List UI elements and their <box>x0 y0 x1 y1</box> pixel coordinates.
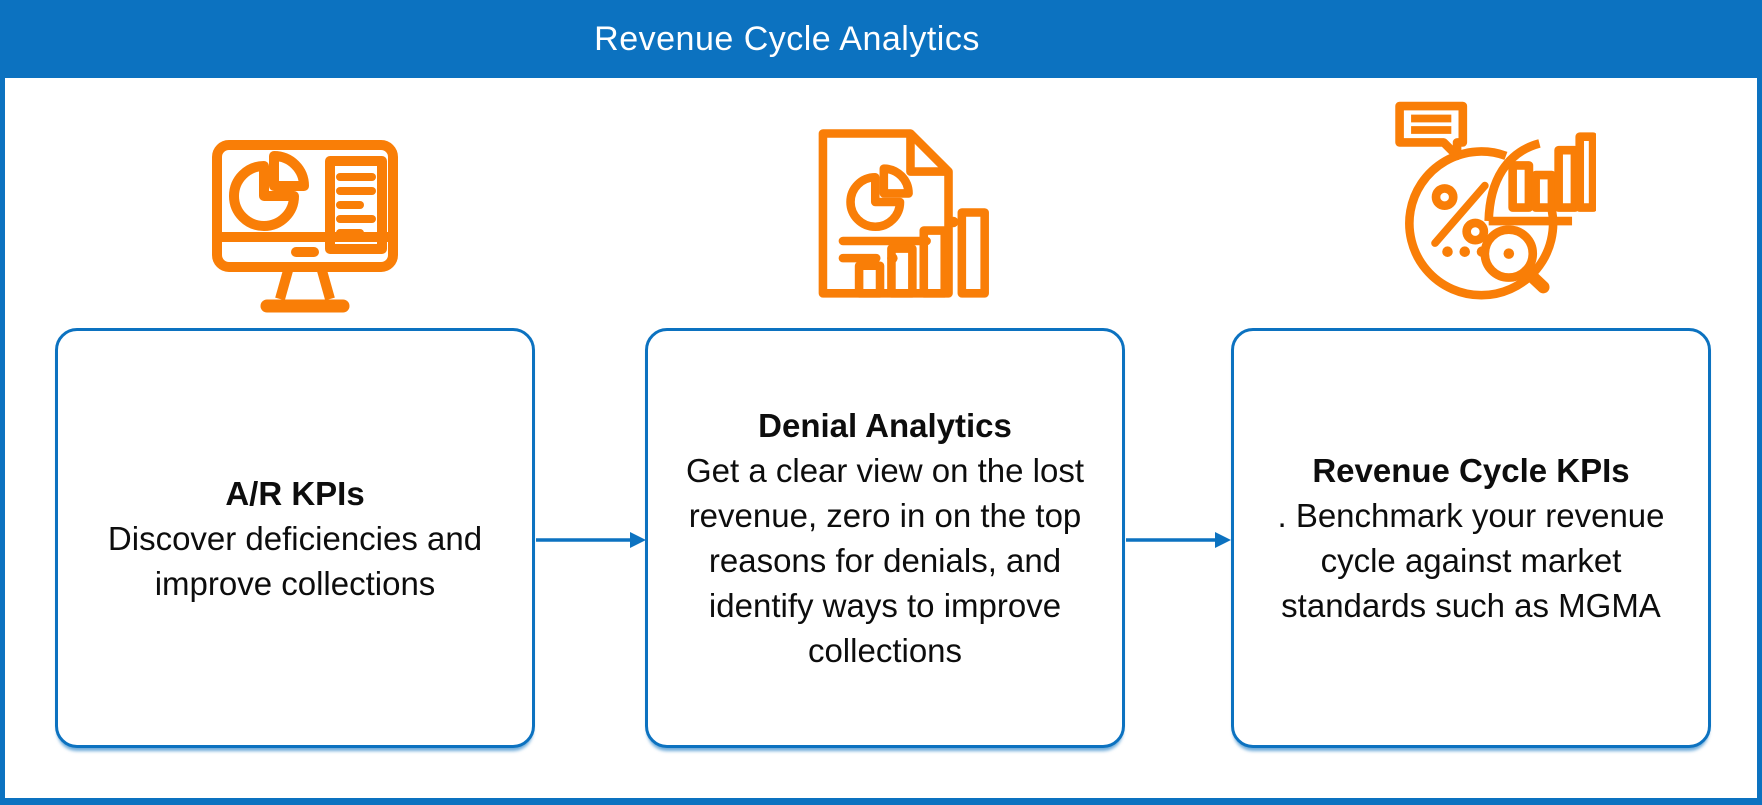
card-title: A/R KPIs <box>225 474 365 512</box>
percent-magnifier-chart-icon <box>1395 101 1596 300</box>
arrow-right-icon <box>536 532 646 548</box>
card-title: Denial Analytics <box>758 407 1012 444</box>
arrow-right-icon <box>1126 532 1231 548</box>
report-pie-bar-chart-icon <box>818 129 989 298</box>
header-bar: Revenue Cycle Analytics <box>0 0 1762 78</box>
card-body: Get a clear view on the lost revenue, ze… <box>685 452 1085 669</box>
card-ar-kpis: A/R KPIs Discover deficiencies and impro… <box>55 328 535 748</box>
monitor-pie-chart-icon <box>212 140 398 313</box>
page-title: Revenue Cycle Analytics <box>594 19 980 58</box>
card-revenue-cycle-kpis: Revenue Cycle KPIs . Benchmark your reve… <box>1231 328 1711 748</box>
card-title: Revenue Cycle KPIs <box>1312 452 1630 489</box>
card-body: . Benchmark your revenue cycle against m… <box>1277 497 1665 624</box>
card-body: Discover deficiencies and improve collec… <box>107 519 483 602</box>
card-denial-analytics: Denial Analytics Get a clear view on the… <box>645 328 1125 748</box>
